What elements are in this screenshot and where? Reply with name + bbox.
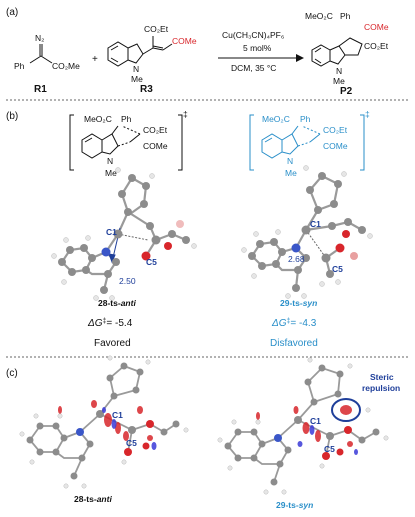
- ts-left-come-label: COMe: [143, 141, 168, 151]
- ts-right-3d-model: [241, 165, 373, 299]
- nci-left-c1-label: C1: [112, 410, 123, 420]
- ts-left-verdict: Favored: [94, 338, 131, 349]
- ts-left-ester-label: MeO₂C: [84, 114, 112, 124]
- nci-left-name: 28-ts-anti: [74, 494, 112, 504]
- nci-right-model: [217, 357, 389, 495]
- ts-right-nitrogen-label: N: [287, 156, 293, 166]
- ts-right-verdict: Disfavored: [270, 338, 318, 349]
- ts-right-come-label: COMe: [323, 141, 348, 151]
- molecule-r3: [107, 36, 173, 67]
- conditions-label: DCM, 35 °C: [231, 63, 276, 73]
- ts-right-delta-g: ΔG‡= -4.3: [271, 318, 317, 330]
- ts-right-ester-label: MeO₂C: [262, 114, 290, 124]
- r1-diazo-label: N₂: [35, 33, 44, 43]
- ts-right-phenyl-label: Ph: [300, 114, 311, 124]
- p2-ketone-label: COMe: [364, 22, 389, 32]
- ts-left-structure: [69, 114, 183, 171]
- ts-left-delta-g: ΔG‡= -5.4: [87, 318, 133, 330]
- ts-right-c1-label: C1: [310, 219, 321, 229]
- panel-label-c: (c): [6, 368, 18, 379]
- ts-left-co2et-label: CO₂Et: [143, 125, 168, 135]
- nci-left-model: [19, 355, 189, 489]
- r3-ester-label: CO₂Et: [144, 24, 169, 34]
- reaction-arrow-head: [296, 54, 304, 62]
- ts-left-phenyl-label: Ph: [121, 114, 132, 124]
- ts-left-distance: 2.50: [119, 276, 136, 286]
- ts-left-c1-label: C1: [106, 227, 117, 237]
- p2-methyl-label: Me: [333, 76, 345, 86]
- r3-ketone-label: COMe: [172, 36, 197, 46]
- ts-left-name: 28-ts-anti: [98, 298, 136, 308]
- p2-ester2-label: CO₂Et: [364, 41, 389, 51]
- ts-right-name: 29-ts-syn: [280, 298, 317, 308]
- molecule-r1: [29, 44, 53, 64]
- ts-left-3d-model: [51, 167, 197, 301]
- plus-sign: +: [92, 54, 98, 65]
- molecule-p2: [311, 37, 363, 67]
- panel-label-b: (b): [6, 111, 18, 122]
- nci-right-name: 29-ts-syn: [276, 500, 313, 510]
- steric-repulsion-circle: [331, 398, 361, 422]
- ts-right-methyl-label: Me: [285, 168, 297, 178]
- ts-right-co2et-label: CO₂Et: [323, 125, 348, 135]
- p2-nitrogen-label: N: [336, 66, 342, 76]
- ts-right-structure: [249, 114, 365, 171]
- panel-label-a: (a): [6, 7, 18, 18]
- steric-label-line1: Steric: [370, 372, 394, 382]
- ts-left-methyl-label: Me: [105, 168, 117, 178]
- steric-label-line2: repulsion: [362, 383, 400, 393]
- r1-compound-label: R1: [34, 84, 47, 95]
- r1-phenyl-label: Ph: [14, 61, 25, 71]
- catalyst-label: Cu(CH₃CN)₄PF₆: [222, 30, 284, 40]
- ts-left-nitrogen-label: N: [107, 156, 113, 166]
- nci-right-c5-label: C5: [324, 444, 335, 454]
- ts-right-c5-label: C5: [332, 264, 343, 274]
- reaction-scheme: N₂ Ph CO₂Me R1 + CO₂Et COMe N Me R3 Cu(C…: [14, 11, 389, 97]
- r3-compound-label: R3: [140, 84, 153, 95]
- r1-ester-label: CO₂Me: [52, 61, 80, 71]
- ts-right-dagger: ‡: [365, 109, 370, 119]
- ts-left-c5-label: C5: [146, 257, 157, 267]
- p2-compound-label: P2: [340, 86, 353, 97]
- nci-right-c1-label: C1: [310, 416, 321, 426]
- ts-right-distance: 2.68: [288, 254, 305, 264]
- catalyst-loading-label: 5 mol%: [243, 43, 272, 53]
- r3-methyl-label: Me: [131, 74, 143, 84]
- ts-left-dagger: ‡: [183, 109, 188, 119]
- r3-nitrogen-label: N: [133, 64, 139, 74]
- p2-ester1-label: MeO₂C: [305, 11, 333, 21]
- nci-left-c5-label: C5: [126, 438, 137, 448]
- p2-phenyl-label: Ph: [340, 11, 351, 21]
